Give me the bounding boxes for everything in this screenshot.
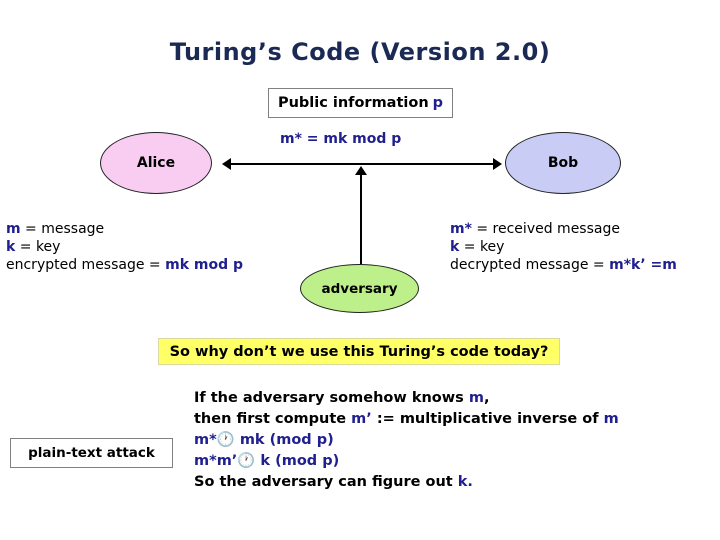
expl-l5-sym-k: k.: [457, 474, 473, 490]
plain-text-attack-label: plain-text attack: [28, 445, 155, 461]
adversary-node: adversary: [300, 264, 419, 313]
alice-text-key: = key: [15, 239, 61, 255]
expl-l1-sym-m: m: [468, 390, 484, 406]
bob-info-line-2: k = key: [450, 238, 677, 256]
expl-l2-text-b: := multiplicative inverse of: [371, 411, 604, 427]
alice-text-message: = message: [20, 221, 105, 237]
bob-info-line-3: decrypted message = m*k’ =m: [450, 256, 677, 274]
adversary-intercept-arrow: [355, 166, 367, 266]
bob-text-received: = received message: [471, 221, 620, 237]
alice-bob-channel-arrow: [222, 158, 502, 170]
alice-sym-k: k: [6, 239, 16, 255]
expl-l2-sym-mprime: m’: [351, 411, 372, 427]
congruence-clock-icon-2: 🕐: [237, 453, 256, 469]
alice-sym-encrypted: mk mod p: [165, 257, 244, 273]
expl-l3-rest: mk (mod p): [234, 432, 334, 448]
question-highlight-box: So why don’t we use this Turing’s code t…: [158, 338, 560, 365]
arrow-head-up-icon: [355, 166, 367, 175]
adversary-label: adversary: [321, 280, 398, 297]
plain-text-attack-box: plain-text attack: [10, 438, 173, 468]
arrow-shaft-vertical: [360, 173, 362, 266]
explanation-block: If the adversary somehow knows m, then f…: [194, 388, 619, 493]
bob-sym-k: k: [450, 239, 460, 255]
public-information-box: Public information p: [268, 88, 453, 118]
explanation-line-4: m*m’🕐 k (mod p): [194, 451, 619, 472]
public-information-label: Public information: [277, 95, 429, 111]
explanation-line-3: m*🕐 mk (mod p): [194, 430, 619, 451]
question-text: So why don’t we use this Turing’s code t…: [169, 343, 549, 360]
expl-l5-text: So the adversary can figure out: [194, 474, 458, 490]
alice-text-encrypted: encrypted message =: [6, 257, 166, 273]
explanation-line-1: If the adversary somehow knows m,: [194, 388, 619, 409]
arrow-shaft: [229, 163, 495, 165]
congruence-clock-icon: 🕐: [216, 432, 235, 448]
alice-node: Alice: [100, 132, 212, 194]
explanation-line-5: So the adversary can figure out k.: [194, 472, 619, 493]
expl-l2-sym-m: m: [603, 411, 619, 427]
bob-node: Bob: [505, 132, 621, 194]
expl-l1-comma: ,: [483, 390, 490, 406]
bob-label: Bob: [547, 155, 579, 171]
alice-sym-m: m: [6, 221, 21, 237]
explanation-line-2: then first compute m’ := multiplicative …: [194, 409, 619, 430]
bob-sym-mstar: m*: [450, 221, 472, 237]
alice-label: Alice: [136, 155, 176, 171]
bob-sym-decrypted: m*k’ =m: [609, 257, 677, 273]
alice-info-line-3: encrypted message = mk mod p: [6, 256, 243, 274]
expl-l4-sym-mmprime: m*m’: [194, 453, 238, 469]
bob-info-line-1: m* = received message: [450, 220, 677, 238]
bob-info-block: m* = received message k = key decrypted …: [450, 220, 677, 274]
expl-l2-text-a: then first compute: [194, 411, 352, 427]
arrow-head-left-icon: [222, 158, 231, 170]
alice-info-block: m = message k = key encrypted message = …: [6, 220, 243, 274]
bob-text-key: = key: [459, 239, 505, 255]
channel-arrow-label: m* = mk mod p: [280, 131, 402, 147]
expl-l4-rest: k (mod p): [255, 453, 340, 469]
public-information-symbol: p: [432, 95, 444, 111]
alice-info-line-1: m = message: [6, 220, 243, 238]
page-title: Turing’s Code (Version 2.0): [169, 38, 551, 66]
expl-l3-sym-mstar: m*: [194, 432, 217, 448]
alice-info-line-2: k = key: [6, 238, 243, 256]
arrow-head-right-icon: [493, 158, 502, 170]
bob-text-decrypted: decrypted message =: [450, 257, 610, 273]
expl-l1-text: If the adversary somehow knows: [194, 390, 469, 406]
